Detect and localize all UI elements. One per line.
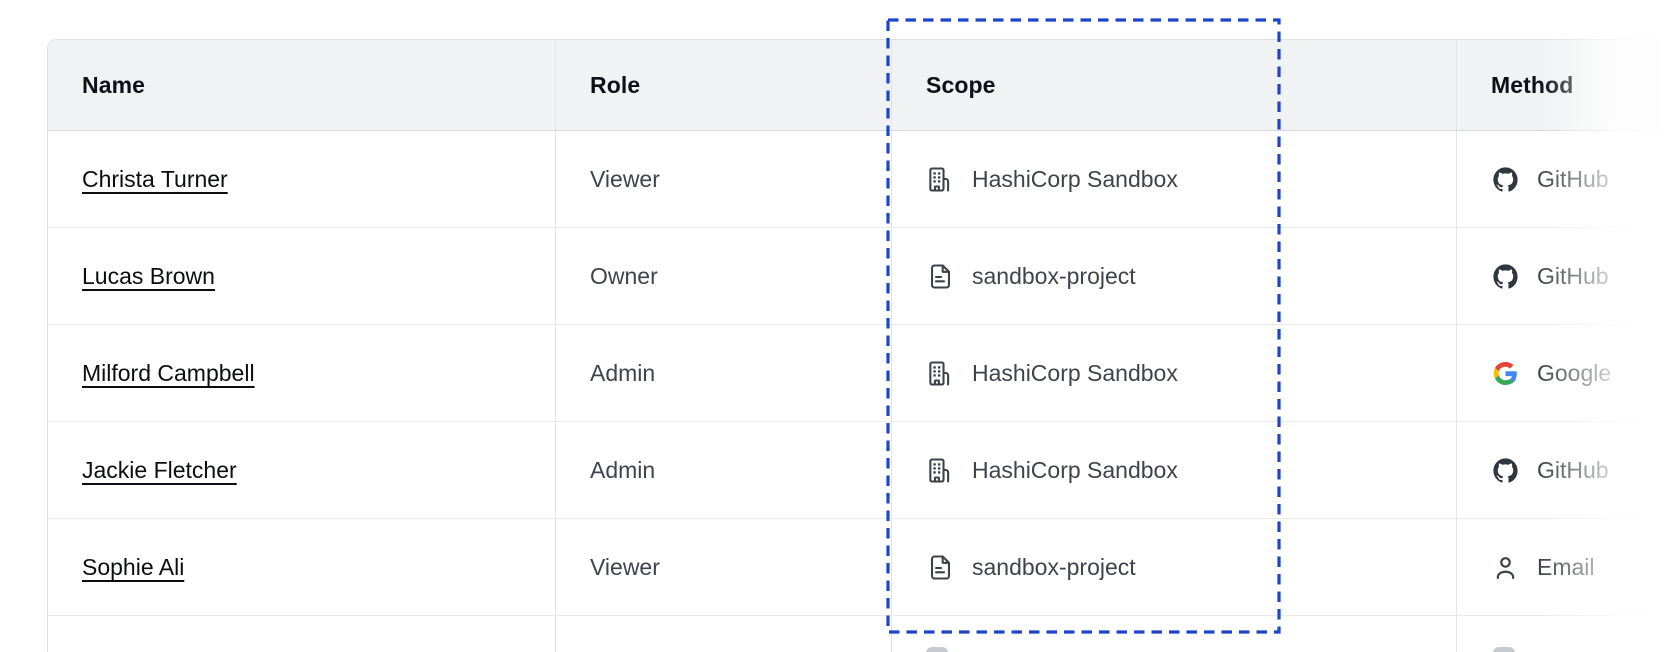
table-cell-name: [48, 616, 555, 652]
table-body: Christa Turner Viewer HashiCorp Sandbox …: [48, 131, 1672, 616]
table-cell-scope: sandbox-project: [891, 228, 1456, 324]
method-value: GitHub: [1537, 165, 1609, 192]
member-name-link[interactable]: Milford Campbell: [82, 359, 255, 386]
user-icon: [1491, 553, 1520, 582]
table-row: Milford Campbell Admin HashiCorp Sandbox…: [48, 325, 1672, 422]
table-row: Sophie Ali Viewer sandbox-project Email: [48, 519, 1672, 616]
column-header-method: Method: [1456, 40, 1672, 130]
column-header-scope: Scope: [891, 40, 1456, 130]
org-building-icon: [926, 456, 955, 485]
table-cell-name: Christa Turner: [48, 131, 555, 227]
table-cell-name: Sophie Ali: [48, 519, 555, 615]
table-cell-name: Lucas Brown: [48, 228, 555, 324]
table-row: Christa Turner Viewer HashiCorp Sandbox …: [48, 131, 1672, 228]
members-table: Name Role Scope Method Christa Turner Vi…: [47, 39, 1672, 652]
table-header-row: Name Role Scope Method: [48, 40, 1672, 131]
member-name-link[interactable]: Sophie Ali: [82, 553, 185, 580]
table-row-partial: [48, 616, 1672, 652]
table-cell-role: Admin: [555, 325, 891, 421]
table-cell-role: Viewer: [555, 519, 891, 615]
role-value: Viewer: [590, 553, 660, 580]
github-icon: [1491, 165, 1520, 194]
table-row: Jackie Fletcher Admin HashiCorp Sandbox …: [48, 422, 1672, 519]
table-cell-method: [1456, 616, 1672, 652]
table-row: Lucas Brown Owner sandbox-project GitHub: [48, 228, 1672, 325]
column-header-name: Name: [82, 71, 146, 98]
github-icon: [1491, 262, 1520, 291]
scope-value: sandbox-project: [972, 262, 1136, 289]
scope-value: HashiCorp Sandbox: [972, 359, 1178, 386]
org-building-icon: [926, 359, 955, 388]
table-cell-role: Viewer: [555, 131, 891, 227]
method-value: Google: [1537, 359, 1612, 386]
table-cell-role: Admin: [555, 422, 891, 518]
table-cell-method: GitHub: [1456, 228, 1672, 324]
table-cell-name: Jackie Fletcher: [48, 422, 555, 518]
project-file-icon: [926, 262, 955, 291]
role-value: Viewer: [590, 165, 660, 192]
next-row-scope-icon-peek: [926, 647, 948, 652]
method-value: GitHub: [1537, 262, 1609, 289]
role-value: Admin: [590, 456, 656, 483]
table-cell-method: GitHub: [1456, 422, 1672, 518]
table-cell-method: Google: [1456, 325, 1672, 421]
table-cell-name: Milford Campbell: [48, 325, 555, 421]
github-icon: [1491, 456, 1520, 485]
next-row-method-icon-peek: [1493, 647, 1515, 652]
table-cell-scope: sandbox-project: [891, 519, 1456, 615]
table-cell-method: GitHub: [1456, 131, 1672, 227]
table-cell-role: Owner: [555, 228, 891, 324]
scope-value: HashiCorp Sandbox: [972, 456, 1178, 483]
project-file-icon: [926, 553, 955, 582]
table-cell-scope: HashiCorp Sandbox: [891, 131, 1456, 227]
member-name-link[interactable]: Jackie Fletcher: [82, 456, 237, 483]
table-cell-role: [555, 616, 891, 652]
table-cell-scope: [891, 616, 1456, 652]
method-value: Email: [1537, 553, 1595, 580]
org-building-icon: [926, 165, 955, 194]
role-value: Owner: [590, 262, 658, 289]
role-value: Admin: [590, 359, 656, 386]
method-value: GitHub: [1537, 456, 1609, 483]
table-cell-scope: HashiCorp Sandbox: [891, 325, 1456, 421]
member-name-link[interactable]: Christa Turner: [82, 165, 228, 192]
scope-value: sandbox-project: [972, 553, 1136, 580]
table-cell-method: Email: [1456, 519, 1672, 615]
column-header-role: Role: [555, 40, 891, 130]
member-name-link[interactable]: Lucas Brown: [82, 262, 215, 289]
table-cell-scope: HashiCorp Sandbox: [891, 422, 1456, 518]
google-icon: [1491, 359, 1520, 388]
scope-value: HashiCorp Sandbox: [972, 165, 1178, 192]
